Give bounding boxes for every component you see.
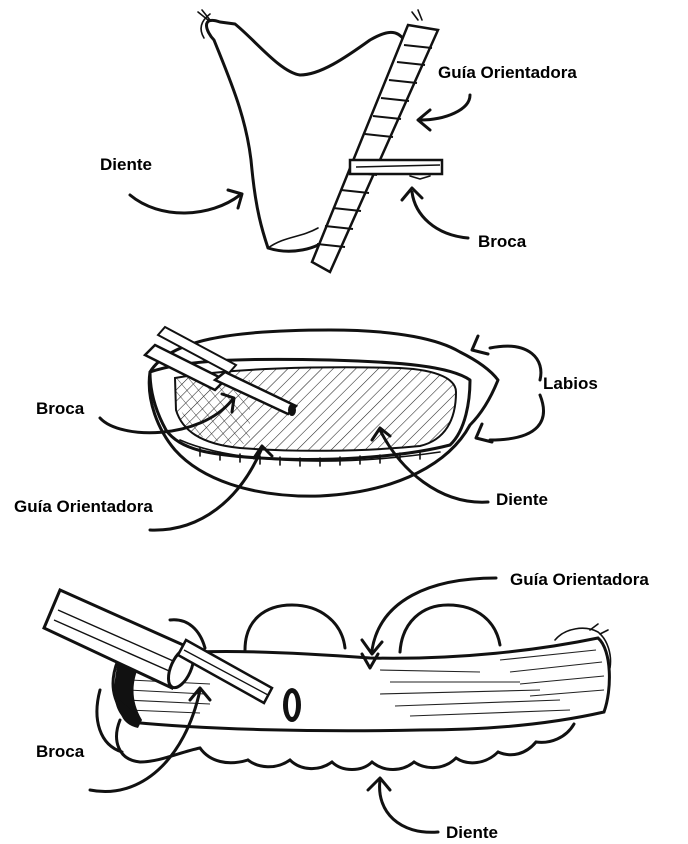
- arrow-guide-p3: [372, 578, 496, 650]
- label-tooth-p3: Diente: [446, 823, 498, 842]
- tooth-round-1: [245, 605, 345, 650]
- label-tooth-p1: Diente: [100, 155, 152, 174]
- label-guide-p3: Guía Orientadora: [510, 570, 649, 589]
- panel-frontal-view: Guía Orientadora Broca Diente: [36, 570, 649, 842]
- guide-strip-side: [312, 10, 438, 272]
- panel-side-view: Diente Guía Orientadora Broca: [100, 10, 577, 272]
- panel-occlusal-view: Labios Broca Guía Orientadora Diente: [14, 327, 598, 530]
- arrow-lips-lower: [490, 395, 543, 440]
- arrow-guide-p1: [420, 95, 470, 120]
- arrow-tooth-p1: [130, 195, 240, 213]
- label-guide-p2: Guía Orientadora: [14, 497, 153, 516]
- label-guide-p1: Guía Orientadora: [438, 63, 577, 82]
- label-lips-p2: Labios: [543, 374, 598, 393]
- label-tooth-p2: Diente: [496, 490, 548, 509]
- arrow-lips-upper: [490, 346, 541, 380]
- tooth-round-2: [400, 605, 500, 652]
- arrow-drill-p1: [412, 192, 468, 238]
- label-drill-p2: Broca: [36, 399, 85, 418]
- label-drill-p1: Broca: [478, 232, 527, 251]
- label-drill-p3: Broca: [36, 742, 85, 761]
